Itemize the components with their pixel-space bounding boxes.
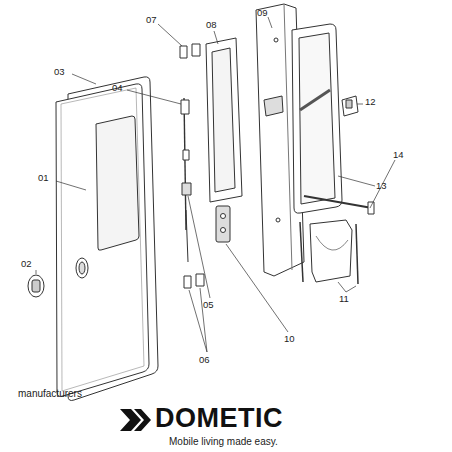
callout-number: 10 — [284, 334, 295, 344]
brand-slogan: Mobile living made easy. — [169, 437, 278, 447]
callout-number: 01 — [38, 173, 49, 183]
callout-number: 02 — [21, 259, 32, 269]
clip-part — [342, 96, 358, 116]
callout-number: 12 — [365, 97, 376, 107]
door-panel — [56, 84, 149, 397]
callout-number: 08 — [206, 20, 217, 30]
bracket-part — [180, 46, 187, 58]
rod-part — [304, 196, 372, 208]
callout-number: 03 — [54, 67, 65, 77]
lock-part — [28, 275, 44, 297]
callout-number: 14 — [393, 150, 404, 160]
callout-number: 05 — [203, 300, 214, 310]
callout-number: 11 — [339, 294, 349, 304]
brand-name: DOMETIC — [155, 405, 283, 432]
window-frame — [206, 38, 242, 202]
callout-number: 13 — [376, 181, 387, 191]
callout-number: 07 — [146, 15, 157, 25]
callout-number: 04 — [112, 83, 123, 93]
blind-box — [310, 220, 352, 282]
bracket-part — [184, 276, 191, 288]
lock-mechanism — [216, 206, 230, 242]
logo-mark — [120, 409, 151, 431]
door-handle — [76, 258, 88, 278]
caption-text: manufacturers — [18, 389, 82, 399]
door-window — [96, 116, 139, 250]
callout-number: 09 — [257, 8, 268, 18]
screen-frame — [292, 24, 342, 213]
callout-number: 06 — [199, 355, 210, 365]
lock-part — [182, 183, 191, 195]
